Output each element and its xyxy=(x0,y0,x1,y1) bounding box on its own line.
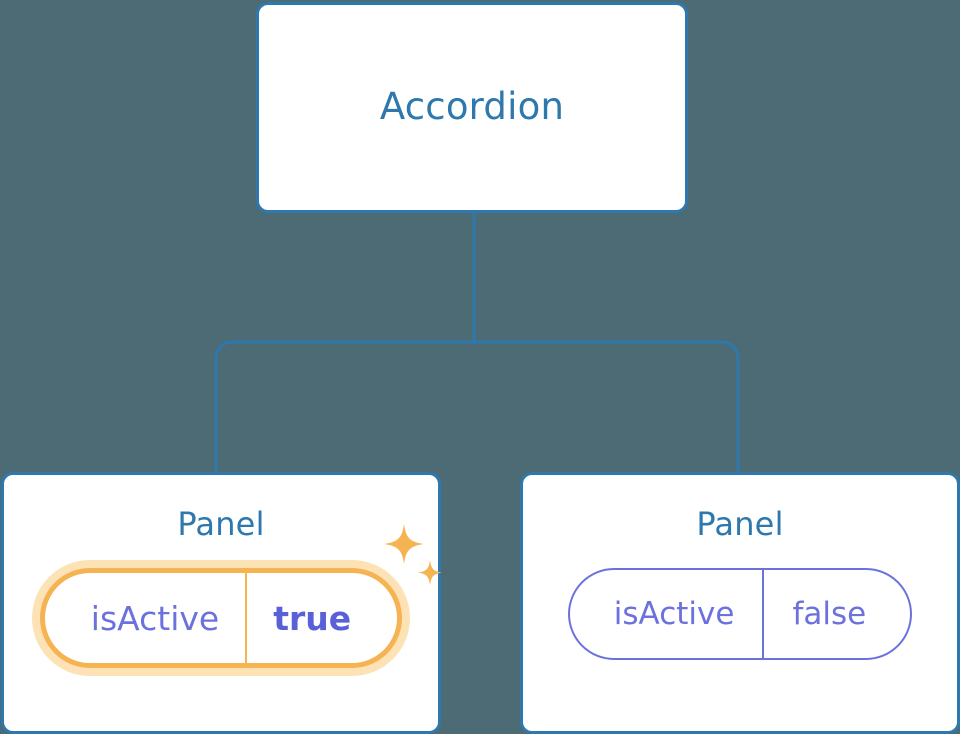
prop-name: isActive xyxy=(613,596,735,633)
prop-pill-wrap: isActive true xyxy=(39,524,443,669)
node-title: Accordion xyxy=(379,85,565,129)
node-title: Panel xyxy=(177,505,265,543)
prop-name: isActive xyxy=(90,598,220,638)
sparkle-icon xyxy=(384,524,425,565)
prop-pill-inactive[interactable]: isActive false xyxy=(567,568,913,661)
tree-node-panel-active[interactable]: Panel isActive true xyxy=(1,472,443,734)
tree-node-panel-inactive[interactable]: Panel isActive false xyxy=(520,472,960,734)
sparkle-group xyxy=(384,524,443,586)
prop-value: true xyxy=(245,573,397,664)
prop-pill-wrap: isActive false xyxy=(567,568,913,661)
prop-pill-active[interactable]: isActive true xyxy=(39,568,403,669)
node-title: Panel xyxy=(696,505,784,543)
sparkle-icon xyxy=(418,560,443,586)
connector-child-bus xyxy=(214,340,740,472)
tree-node-accordion[interactable]: Accordion xyxy=(256,2,688,213)
prop-value: false xyxy=(762,570,910,659)
